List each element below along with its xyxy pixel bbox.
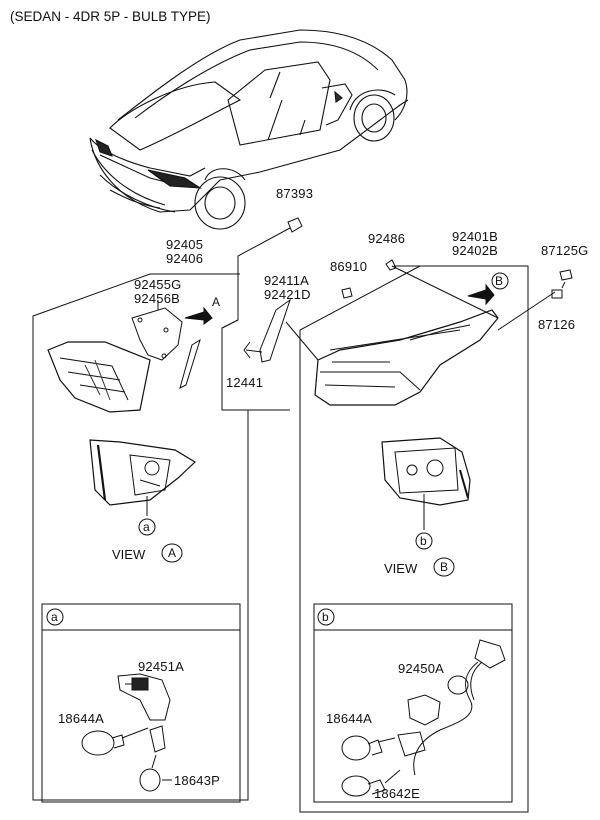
car-illustration bbox=[89, 29, 409, 230]
callout-a-circle bbox=[138, 518, 156, 536]
detail-box-a bbox=[41, 603, 241, 803]
part-18643P[interactable]: 18643P bbox=[174, 773, 221, 788]
part-87126[interactable]: 87126 bbox=[538, 317, 576, 332]
part-92405[interactable]: 92405 bbox=[166, 237, 204, 252]
part-92455G[interactable]: 92455G bbox=[134, 277, 182, 292]
view-a-text: VIEW bbox=[112, 547, 146, 562]
marker-b-label: b bbox=[420, 534, 427, 548]
part-92421D[interactable]: 92421D bbox=[264, 287, 311, 302]
left-group-outline bbox=[32, 273, 249, 801]
part-18642E[interactable]: 18642E bbox=[374, 786, 421, 801]
part-92411A[interactable]: 92411A bbox=[264, 273, 310, 288]
view-b-text: VIEW bbox=[384, 561, 418, 576]
part-87125G[interactable]: 87125G bbox=[541, 243, 589, 258]
marker-B-label: B bbox=[495, 274, 504, 288]
right-group-outline bbox=[299, 265, 529, 813]
part-92451A[interactable]: 92451A bbox=[138, 659, 185, 674]
callout-b-circle bbox=[415, 532, 433, 550]
view-b-circle bbox=[433, 557, 455, 577]
part-92450A[interactable]: 92450A bbox=[398, 661, 445, 676]
part-18644A-left[interactable]: 18644A bbox=[58, 711, 105, 726]
detail-box-b bbox=[313, 603, 513, 803]
view-a-circle bbox=[161, 543, 183, 563]
diagram-title: (SEDAN - 4DR 5P - BULB TYPE) bbox=[10, 9, 211, 24]
box-a-marker: a bbox=[51, 610, 58, 624]
part-87393[interactable]: 87393 bbox=[276, 186, 314, 201]
part-86910[interactable]: 86910 bbox=[330, 259, 368, 274]
marker-A-label: A bbox=[212, 295, 221, 309]
view-b-letter: B bbox=[440, 560, 449, 574]
part-18644A-right[interactable]: 18644A bbox=[326, 711, 373, 726]
marker-a-label: a bbox=[143, 520, 150, 534]
part-92456B[interactable]: 92456B bbox=[134, 291, 181, 306]
part-92406[interactable]: 92406 bbox=[166, 251, 204, 266]
part-92486[interactable]: 92486 bbox=[368, 231, 406, 246]
view-a-letter: A bbox=[168, 546, 177, 560]
box-b-marker: b bbox=[322, 610, 329, 624]
part-92401B[interactable]: 92401B bbox=[452, 229, 499, 244]
part-92402B[interactable]: 92402B bbox=[452, 243, 499, 258]
part-12441[interactable]: 12441 bbox=[226, 375, 264, 390]
